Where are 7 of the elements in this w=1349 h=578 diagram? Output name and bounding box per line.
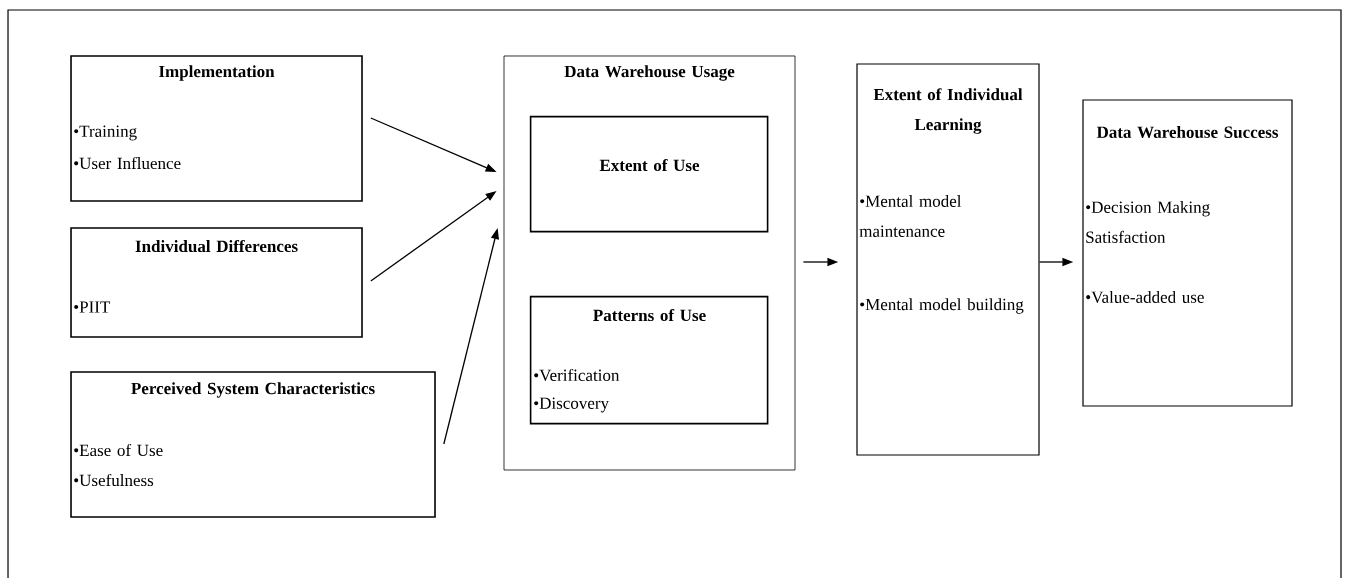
concept-box: Patterns of Use •Verification •Discovery (529, 295, 769, 425)
concept-box: Perceived System Characteristics •Ease of Use •Usefulness (70, 371, 436, 518)
concept-box: Implementation •Training •User Influence (70, 55, 363, 202)
concept-box: Extent of Use (529, 115, 769, 233)
concept-box: Extent of Individual Learning •Mental model maintenance •Mental model building (856, 63, 1040, 456)
concept-box: Individual Differences •PIIT (70, 227, 363, 338)
concept-box: Data Warehouse Success •Decision Making Satisfaction •Value-added use (1082, 99, 1293, 407)
